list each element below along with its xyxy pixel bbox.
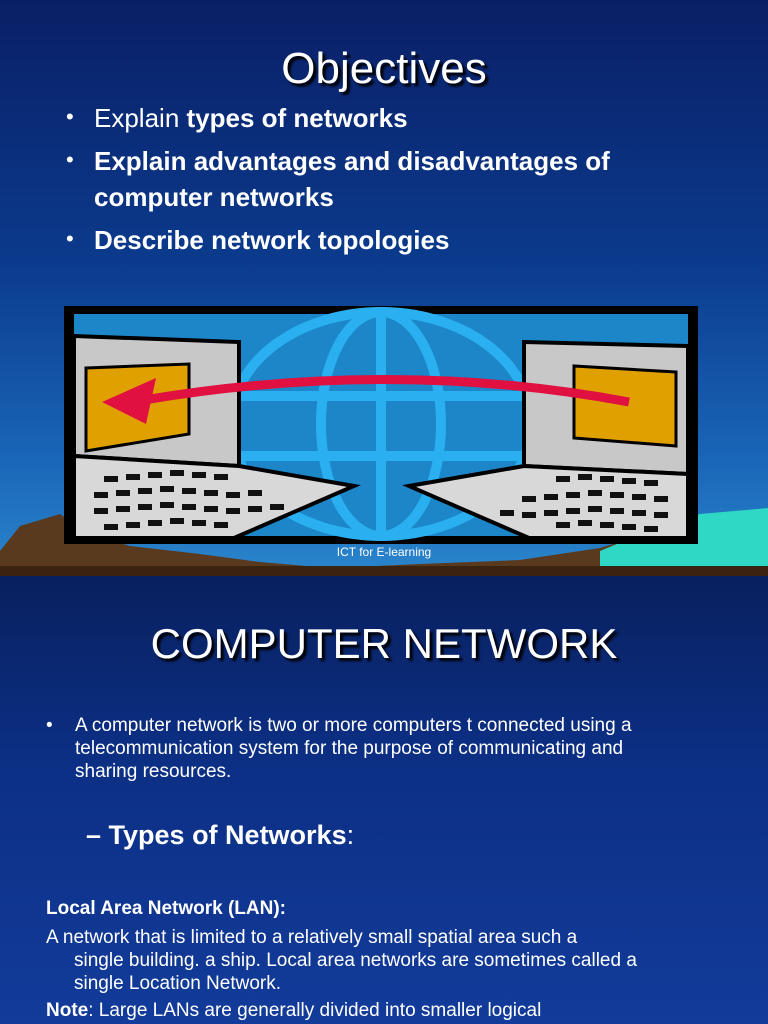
globe-icon — [226, 307, 536, 541]
objective-item: Explain types of networks — [66, 99, 706, 136]
objective-item: Explain advantages and disadvantages of … — [66, 142, 706, 215]
slide-title: COMPUTER NETWORK — [150, 620, 618, 667]
objective-text: Explain — [94, 103, 187, 133]
subheading-colon: : — [346, 820, 355, 850]
slide-computer-network: COMPUTER NETWORK • A computer network is… — [0, 576, 768, 1024]
right-laptop-icon — [402, 339, 690, 540]
subheading-dash: – — [86, 820, 109, 850]
network-illustration — [64, 306, 698, 544]
objective-bold-text: Describe network topologies — [94, 225, 450, 255]
definition-bullet: • A computer network is two or more comp… — [46, 714, 646, 783]
transfer-arrow-icon — [102, 374, 630, 424]
slide-title: Objectives — [281, 44, 487, 93]
definition-text: A computer network is two or more comput… — [75, 715, 632, 782]
objective-bold-text: types of networks — [186, 103, 408, 133]
subheading-text: Types of Networks — [108, 820, 347, 850]
lan-definition-first-line: A network that is limited to a relativel… — [46, 927, 578, 948]
lan-heading: Local Area Network (LAN): — [46, 898, 286, 919]
bullet-dot: • — [46, 715, 53, 736]
slide-objectives: Objectives Explain types of networks Exp… — [0, 0, 768, 576]
objective-item: Describe network topologies — [66, 221, 706, 258]
slide-footer: ICT for E-learning — [336, 545, 432, 559]
note-text: : Large LANs are generally divided into … — [88, 1000, 542, 1021]
note-label: Note — [46, 1000, 89, 1021]
types-subheading: – Types of Networks: — [86, 820, 354, 851]
objectives-list: Explain types of networks Explain advant… — [66, 99, 706, 265]
lan-note: Note: Large LANs are generally divided i… — [46, 999, 541, 1022]
objective-bold-text: Explain advantages and disadvantages of … — [94, 146, 610, 212]
lan-definition: A network that is limited to a relativel… — [46, 926, 666, 995]
lan-definition-rest: single building. a ship. Local area netw… — [74, 950, 637, 994]
